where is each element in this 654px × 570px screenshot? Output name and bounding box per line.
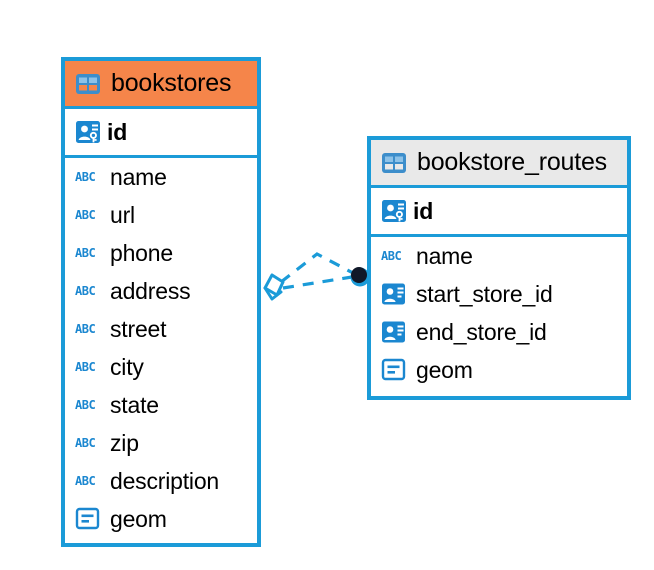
- text-type-icon: ABC: [75, 322, 96, 336]
- entity-title: bookstores: [111, 69, 232, 97]
- field-label: address: [110, 277, 191, 304]
- text-type-icon: ABC: [75, 436, 96, 450]
- field-label: end_store_id: [416, 318, 547, 345]
- text-type-icon: ABC: [75, 208, 96, 222]
- field-row-id[interactable]: id: [371, 188, 627, 234]
- table-icon: [75, 73, 101, 95]
- field-label: url: [110, 201, 135, 228]
- field-row-description[interactable]: ABC description: [65, 462, 257, 500]
- field-label: name: [416, 242, 473, 269]
- primary-key-section: id: [371, 188, 627, 237]
- field-label: id: [413, 197, 434, 224]
- table-icon: [381, 152, 407, 174]
- geometry-type-icon: [75, 507, 101, 531]
- field-label: geom: [110, 505, 167, 532]
- field-row-url[interactable]: ABC url: [65, 196, 257, 234]
- entity-table-bookstores[interactable]: bookstores id: [61, 57, 261, 547]
- field-row-start-store-id[interactable]: start_store_id: [371, 275, 627, 313]
- field-row-state[interactable]: ABC state: [65, 386, 257, 424]
- field-row-address[interactable]: ABC address: [65, 272, 257, 310]
- text-type-icon: ABC: [75, 398, 96, 412]
- primary-key-icon: [75, 119, 101, 145]
- field-list: ABC name start_store_id: [371, 237, 627, 389]
- geometry-type-icon: [381, 358, 407, 382]
- field-label: street: [110, 315, 167, 342]
- entity-table-bookstore-routes[interactable]: bookstore_routes id: [367, 136, 631, 400]
- field-row-street[interactable]: ABC street: [65, 310, 257, 348]
- primary-key-icon: [381, 198, 407, 224]
- field-label: zip: [110, 429, 139, 456]
- relationship-source-marker[interactable]: [263, 273, 285, 301]
- relationship-line-straight[interactable]: [282, 275, 353, 290]
- text-type-icon: ABC: [75, 284, 96, 298]
- field-list: ABC name ABC url ABC phone ABC address A…: [65, 158, 257, 538]
- field-label: start_store_id: [416, 280, 553, 307]
- relationship-line-arc[interactable]: [280, 252, 354, 284]
- text-type-icon: ABC: [75, 474, 96, 488]
- foreign-key-icon: [381, 320, 407, 344]
- field-label: name: [110, 163, 167, 190]
- field-label: geom: [416, 356, 473, 383]
- field-row-geom[interactable]: geom: [371, 351, 627, 389]
- foreign-key-icon: [381, 282, 407, 306]
- field-label: phone: [110, 239, 173, 266]
- text-type-icon: ABC: [381, 249, 402, 263]
- field-label: state: [110, 391, 159, 418]
- field-row-name[interactable]: ABC name: [65, 158, 257, 196]
- field-row-zip[interactable]: ABC zip: [65, 424, 257, 462]
- entity-header-bookstore-routes[interactable]: bookstore_routes: [371, 140, 627, 188]
- entity-title: bookstore_routes: [417, 148, 607, 176]
- field-row-geom[interactable]: geom: [65, 500, 257, 538]
- field-row-end-store-id[interactable]: end_store_id: [371, 313, 627, 351]
- text-type-icon: ABC: [75, 170, 96, 184]
- field-row-city[interactable]: ABC city: [65, 348, 257, 386]
- text-type-icon: ABC: [75, 246, 96, 260]
- field-row-phone[interactable]: ABC phone: [65, 234, 257, 272]
- field-label: description: [110, 467, 220, 494]
- text-type-icon: ABC: [75, 360, 96, 374]
- entity-header-bookstores[interactable]: bookstores: [65, 61, 257, 109]
- field-label: city: [110, 353, 144, 380]
- field-row-name[interactable]: ABC name: [371, 237, 627, 275]
- field-label: id: [107, 118, 128, 145]
- primary-key-section: id: [65, 109, 257, 158]
- field-row-id[interactable]: id: [65, 109, 257, 155]
